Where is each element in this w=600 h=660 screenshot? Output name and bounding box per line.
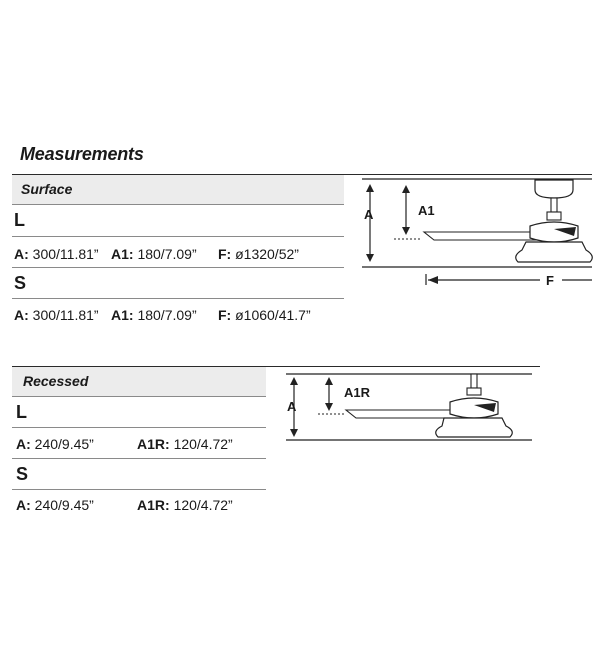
recessed-s-rule [12,489,266,490]
dimension-a-arrow [290,377,298,437]
spec-a: A: 240/9.45” [16,497,94,513]
recessed-header-band [12,367,266,396]
surface-label: Surface [21,181,73,197]
recessed-fan-diagram: A A1R [286,373,532,441]
fan-motor [529,221,579,243]
recessed-size-l: L [16,402,27,422]
surface-s-rule [12,298,344,299]
recessed-l-specs-rule [12,458,266,459]
fan-downrod [550,197,558,213]
spec-a: A: 300/11.81” [14,307,99,323]
dimension-a1r-arrow [325,377,333,411]
fan-downrod [470,373,478,389]
surface-band-rule [12,204,344,205]
fan-bowl [515,241,593,263]
spec-a: A: 240/9.45” [16,436,94,452]
surface-size-s: S [14,273,27,293]
surface-l-specs-rule [12,267,344,268]
recessed-label: Recessed [23,373,89,389]
spec-a: A: 300/11.81” [14,246,99,262]
label-a: A [364,207,374,222]
f-arrow-head [428,276,438,284]
page-title: Measurements [20,144,144,164]
spec-a1r: A1R: 120/4.72” [137,497,233,513]
dimension-a-arrow [366,184,374,262]
spec-f: F: ø1060/41.7” [218,307,311,323]
recessed-top-rule [12,366,540,367]
spec-a1r: A1R: 120/4.72” [137,436,233,452]
recessed-size-s: S [16,464,29,484]
label-a: A [287,399,297,414]
spec-a1: A1: 180/7.09” [111,246,197,262]
surface-top-rule [12,174,592,175]
recessed-band-rule [12,396,266,397]
recessed-l-rule [12,427,266,428]
surface-size-l: L [14,210,25,230]
fan-motor-accent [554,227,576,236]
fan-motor-accent [474,403,496,412]
label-f: F [546,273,554,288]
surface-header-band [12,175,344,204]
surface-l-rule [12,236,344,237]
fan-coupler [466,387,482,396]
fan-motor [449,397,499,419]
label-a1r: A1R [344,385,371,400]
surface-fan-diagram: A A1 F [362,178,593,288]
fan-bowl [435,417,513,438]
fan-canopy [534,179,574,199]
fan-coupler [546,211,562,221]
spec-a1: A1: 180/7.09” [111,307,197,323]
dimension-a1-arrow [402,185,410,235]
spec-f: F: ø1320/52” [218,246,299,262]
label-a1: A1 [418,203,435,218]
